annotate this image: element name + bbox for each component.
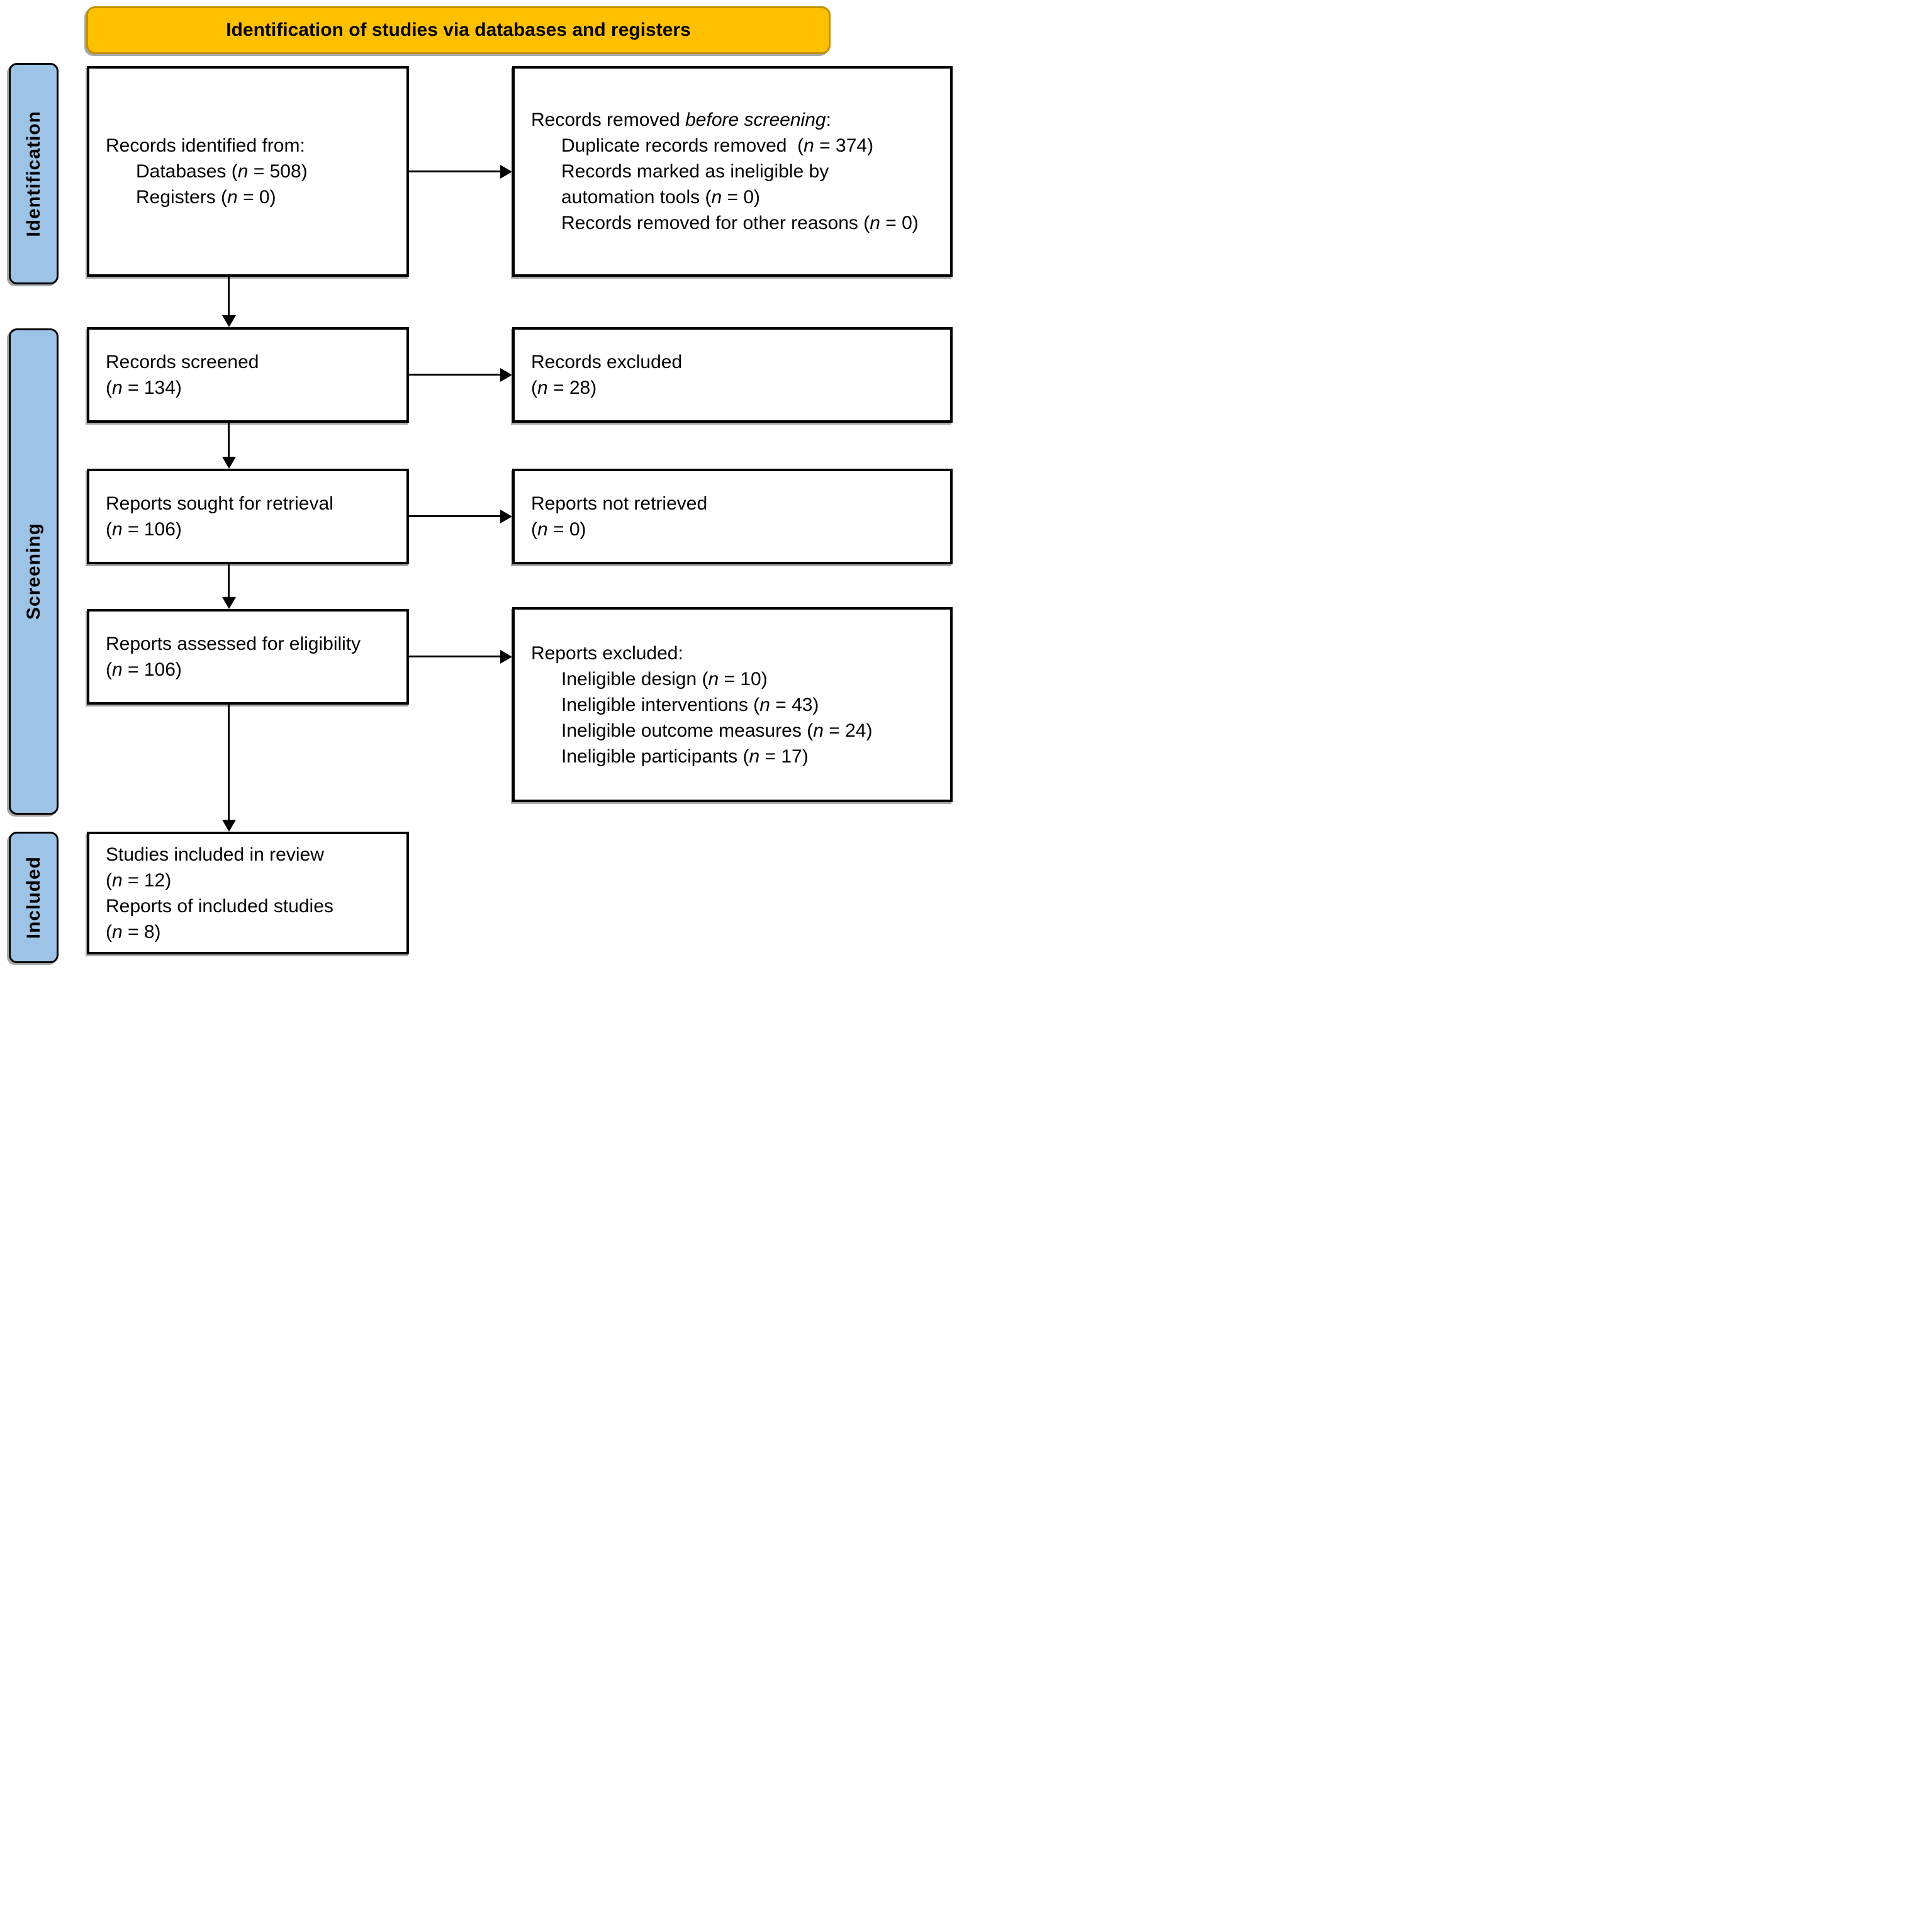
flow-arrowhead-assessed-to-reports-excluded — [500, 650, 512, 664]
box-text-line: Ineligible outcome measures (n = 24) — [561, 720, 873, 741]
box-text-line: Records screened — [106, 352, 259, 372]
box-text-line: (n = 28) — [531, 377, 597, 398]
box-records-removed-before-screening: Records removed before screening: Duplica… — [512, 66, 953, 277]
flow-arrow-identified-to-removed — [409, 170, 501, 172]
stage-label-included: Included — [9, 832, 59, 963]
flow-arrowhead-screened-to-excluded — [500, 368, 512, 382]
box-text-line: Records removed for other reasons (n = 0… — [561, 213, 919, 233]
flow-arrowhead-sought-to-not-retrieved — [500, 510, 512, 523]
box-text-line: (n = 134) — [106, 377, 182, 398]
flow-arrowhead-sought-to-assessed — [222, 597, 236, 609]
flow-arrowhead-identified-to-screened — [222, 315, 236, 327]
box-text-line: Reports not retrieved — [531, 493, 708, 514]
box-text-line: Ineligible interventions (n = 43) — [561, 694, 819, 715]
box-text-line: Duplicate records removed (n = 374) — [561, 135, 874, 156]
box-text-line: Studies included in review — [106, 844, 324, 865]
flow-arrow-sought-to-not-retrieved — [409, 515, 501, 517]
box-text-line: Databases (n = 508) — [136, 161, 308, 182]
stage-label-identification: Identification — [9, 63, 59, 284]
box-text-line: (n = 106) — [106, 659, 182, 680]
box-reports-assessed: Reports assessed for eligibility (n = 106… — [87, 609, 409, 705]
box-text-line: Registers (n = 0) — [136, 187, 276, 208]
box-text-line: Ineligible design (n = 10) — [561, 668, 768, 690]
flow-arrow-screened-to-excluded — [409, 374, 501, 376]
box-text-line: Reports assessed for eligibility — [106, 634, 361, 654]
flow-arrowhead-screened-to-sought — [222, 457, 236, 469]
flow-arrow-screened-to-sought — [228, 423, 230, 458]
box-studies-included: Studies included in review (n = 12) Report… — [87, 832, 409, 954]
stage-label-included-text: Included — [23, 856, 44, 939]
box-text-line: (n = 106) — [106, 519, 182, 540]
box-records-identified: Records identified from: Databases (n = 5… — [87, 66, 409, 277]
box-text-line: (n = 0) — [531, 519, 586, 540]
box-text-line: Records identified from: — [106, 135, 305, 156]
box-text-line: Records excluded — [531, 352, 683, 372]
box-reports-excluded: Reports excluded: Ineligible design (n = … — [512, 607, 953, 802]
box-text-line: automation tools (n = 0) — [561, 187, 761, 208]
flow-arrow-sought-to-assessed — [228, 564, 230, 598]
flow-arrow-assessed-to-reports-excluded — [409, 656, 501, 657]
flow-arrowhead-assessed-to-included — [222, 820, 236, 832]
box-text-line: Reports sought for retrieval — [106, 493, 333, 514]
box-text-line: Reports excluded: — [531, 642, 683, 664]
box-reports-sought: Reports sought for retrieval (n = 106) — [87, 469, 409, 564]
box-text-line: (n = 8) — [106, 921, 161, 942]
box-text-line: Reports of included studies — [106, 895, 333, 917]
stage-label-identification-text: Identification — [23, 110, 44, 237]
stage-label-screening: Screening — [9, 328, 59, 815]
box-text-line: Records removed before screening: — [531, 109, 831, 130]
box-text-line: Records marked as ineligible by — [561, 161, 829, 182]
banner-title: Identification of studies via databases … — [226, 20, 691, 40]
box-records-screened: Records screened (n = 134) — [87, 327, 409, 423]
box-records-excluded: Records excluded (n = 28) — [512, 327, 953, 423]
flow-arrow-identified-to-screened — [228, 277, 230, 316]
flow-arrowhead-identified-to-removed — [500, 165, 512, 179]
box-text-line: (n = 12) — [106, 869, 172, 891]
flow-arrow-assessed-to-included — [228, 705, 230, 821]
prisma-flow-diagram: Identification of studies via databases … — [0, 0, 961, 966]
stage-label-screening-text: Screening — [23, 523, 44, 620]
box-reports-not-retrieved: Reports not retrieved (n = 0) — [512, 469, 953, 564]
banner: Identification of studies via databases … — [86, 6, 831, 54]
box-text-line: Ineligible participants (n = 17) — [561, 745, 809, 767]
